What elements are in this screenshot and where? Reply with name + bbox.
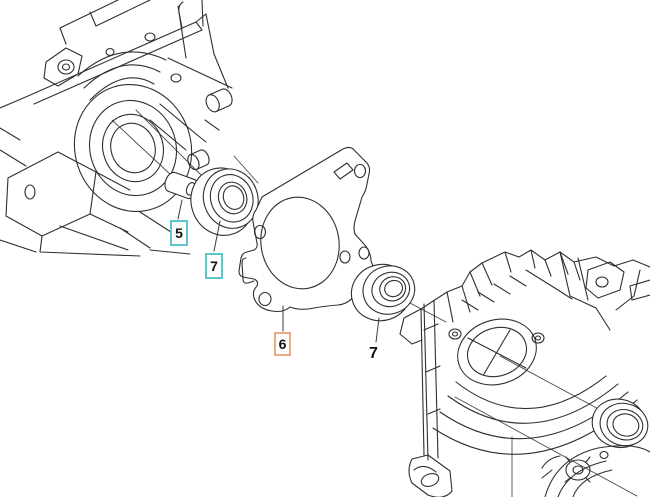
bearing-upper-drawing [190, 167, 259, 236]
bottom-right-part-drawing [541, 445, 650, 497]
callout-5[interactable]: 5 [170, 220, 188, 246]
bearing-lower-drawing [350, 263, 416, 322]
seal-drawing [591, 398, 649, 449]
callout-7-lower[interactable]: 7 [369, 345, 378, 362]
callout-leader-lines [177, 199, 380, 343]
crankcase-left-drawing [0, 0, 233, 257]
callout-7-upper[interactable]: 7 [205, 253, 223, 279]
crankcase-right-drawing [399, 249, 650, 497]
gasket-drawing [238, 146, 377, 313]
callout-6[interactable]: 6 [274, 332, 291, 356]
